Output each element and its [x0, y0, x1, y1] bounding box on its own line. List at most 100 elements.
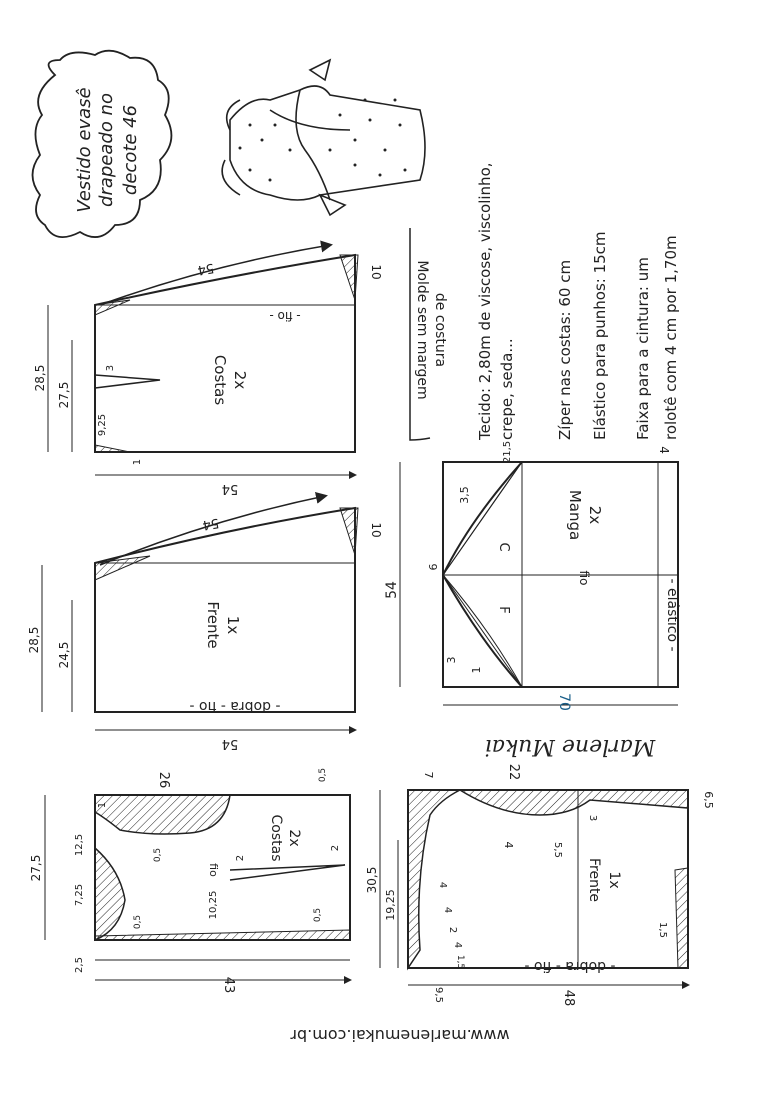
note-mold2: de costura [432, 293, 448, 367]
manga-ext: 4 [657, 446, 671, 454]
frente-bodice-n8: 2 [447, 927, 458, 933]
costas-skirt-dart-size: 3 [105, 365, 116, 371]
costas-skirt-d3: 9,25 [97, 414, 108, 436]
costas-bodice-dart-h: 10,25 [208, 891, 219, 920]
frente-skirt-piece: Frente 1x - dobra - fio - 54 54 10 28,5 … [27, 491, 383, 751]
costas-skirt-outline [94, 253, 356, 453]
costas-bodice-h-total: 27,5 [29, 855, 43, 882]
costas-skirt-dart [94, 374, 161, 389]
costas-skirt-qty: 2x [231, 371, 249, 390]
costas-skirt-curve-arrow [99, 240, 333, 306]
dress-dots [238, 98, 407, 182]
costas-bodice-n5: 0,5 [133, 915, 143, 929]
costas-skirt-hatch-top [94, 299, 131, 316]
costas-bodice-one: 1 [97, 802, 108, 808]
frente-bodice-n3: 3 [587, 815, 598, 821]
costas-bodice-hatch-armhole [94, 846, 126, 942]
costas-skirt-d1: 28,5 [33, 365, 47, 392]
note-faixa: Faixa para a cintura: um [634, 257, 652, 440]
costas-skirt-fio: - fio - [269, 309, 300, 323]
frente-bodice-h2: 19,25 [384, 889, 397, 921]
costas-bodice-n2: 7,25 [74, 884, 85, 906]
frente-bodice-label: Frente [586, 858, 602, 902]
costas-bodice-qty: 2x [286, 829, 302, 846]
manga-c: 1 [470, 667, 483, 674]
frente-skirt-qty: 1x [224, 616, 242, 635]
frente-bodice-h-total: 30,5 [365, 867, 379, 894]
frente-skirt-hatch-hem [339, 507, 359, 556]
frente-skirt-d1: 28,5 [27, 627, 41, 654]
frente-skirt-outline [94, 506, 356, 713]
title-line1: Vestido evasê [74, 87, 95, 212]
frente-bodice-n4: 4 [502, 842, 515, 849]
costas-skirt-label: Costas [211, 355, 229, 406]
manga-label: Manga [566, 490, 584, 540]
frente-bodice-n2: 6,5 [702, 791, 715, 809]
manga-cap: 21,5 [502, 441, 513, 463]
frente-skirt-fold: - dobra - fio - [189, 698, 280, 714]
frente-skirt-curve-arrow [99, 491, 328, 566]
frente-bodice-n11: 1,5 [657, 922, 668, 938]
note-tecido2: crepe, seda... [498, 338, 516, 440]
costas-bodice-w-top: 26 [156, 772, 171, 789]
title-line3: decote 46 [120, 105, 141, 195]
signature: Marlene Mukai [485, 734, 657, 759]
frente-bodice-piece: Frente 1x - dobra - fio - 22 48 30,5 19,… [365, 764, 715, 1007]
manga-fio: fio [577, 571, 591, 586]
manga-letter-f: F [496, 606, 511, 613]
frente-bodice-fold: - dobra - fio - [524, 958, 615, 974]
costas-bodice-dart-w: 2 [235, 855, 246, 861]
frente-bodice-n1: 7 [422, 772, 435, 779]
manga-b: 3 [445, 657, 458, 664]
note-ziper: Zíper nas costas: 60 cm [556, 260, 574, 440]
manga-cap2: 3,5 [458, 486, 471, 504]
costas-bodice-fio: fio [207, 863, 220, 877]
frente-bodice-n9: 4 [452, 942, 463, 948]
frente-bodice-hatch-side [674, 867, 689, 969]
frente-skirt-side-measure: 54 [222, 736, 239, 751]
costas-skirt-d2: 27,5 [57, 382, 71, 409]
frente-skirt-top-measure: 54 [201, 515, 220, 533]
frente-skirt-d2: 24,5 [57, 642, 71, 669]
costas-skirt-hatch-hem [339, 254, 359, 301]
frente-bodice-qty: 1x [606, 871, 622, 888]
costas-bodice-piece: Costas 2x fio 26 43 27,5 12,5 7,25 2,5 0… [29, 768, 352, 994]
costas-bodice-label: Costas [268, 815, 284, 862]
costas-skirt-hem-rise: 10 [369, 264, 383, 279]
costas-bodice-n1: 12,5 [74, 834, 85, 856]
frente-bodice-w-bot: 48 [561, 990, 576, 1007]
costas-bodice-dart2: 2 [330, 845, 341, 851]
manga-qty: 2x [586, 506, 604, 525]
dress-illustration [221, 58, 426, 217]
manga-width: 70 [556, 693, 572, 711]
frente-bodice-n10: 1,5 [455, 955, 465, 969]
costas-skirt-small: 1 [132, 459, 143, 465]
costas-bodice-hatch-shoulder [94, 794, 231, 835]
manga-elastic: - elástico - [664, 578, 680, 651]
frente-skirt-hem-rise: 10 [369, 522, 383, 537]
frente-bodice-n7: 4 [442, 907, 453, 913]
costas-bodice-n4: 0,5 [153, 848, 163, 862]
title-line2: drapeado no [96, 93, 117, 207]
notes-block: Molde sem margem de costura Tecido: 2,80… [409, 162, 680, 441]
costas-bodice-dart [229, 864, 346, 881]
costas-skirt-piece: Costas 2x - fio - 54 54 10 28,5 27,5 9,2… [33, 240, 383, 496]
manga-height: 54 [384, 581, 400, 599]
note-elastico: Elástico para punhos: 15cm [591, 231, 609, 440]
frente-bodice-outline [407, 789, 689, 969]
costas-bodice-n6: 0,5 [313, 908, 323, 922]
costas-skirt-hatch-bottom [94, 444, 131, 453]
manga-letter-c: C [496, 542, 511, 551]
manga-a: 6 [427, 564, 440, 571]
frente-bodice-n6: 4 [437, 882, 448, 888]
title-cloud: Vestido evasê drapeado no decote 46 [31, 49, 173, 239]
costas-bodice-hatch-waist [94, 929, 351, 941]
frente-bodice-n12: 9,5 [433, 987, 444, 1003]
costas-bodice-w-bot: 43 [221, 977, 236, 994]
frente-bodice-n5: 5,5 [552, 842, 563, 858]
note-mold: Molde sem margem [414, 260, 430, 399]
costas-skirt-side-measure: 54 [222, 481, 239, 496]
costas-bodice-n3: 2,5 [74, 957, 85, 973]
manga-piece: Manga 2x fio - elástico - 54 70 21,5 3,5… [384, 441, 680, 711]
